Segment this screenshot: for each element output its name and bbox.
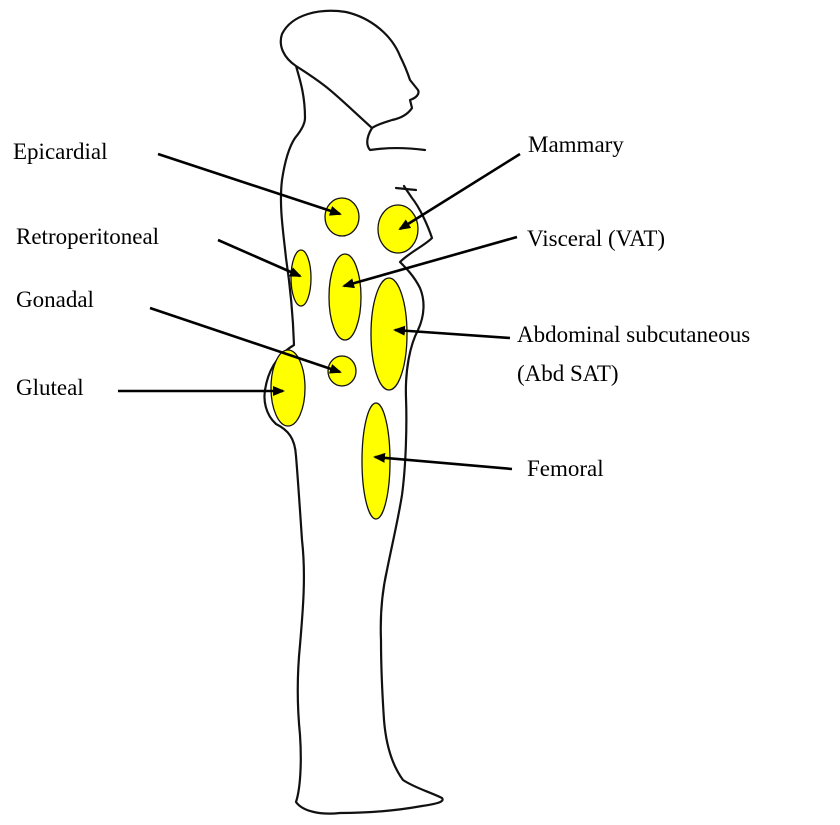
- femoral-depot: [362, 403, 390, 519]
- label-gonadal: Gonadal: [16, 287, 94, 312]
- mammary-depot: [378, 205, 418, 253]
- label-mammary: Mammary: [528, 132, 624, 157]
- abdominal-subcutaneous-depot: [371, 278, 407, 390]
- label-retroperitoneal: Retroperitoneal: [16, 224, 159, 249]
- label-epicardial: Epicardial: [13, 139, 108, 164]
- label-abd-sat: (Abd SAT): [517, 361, 619, 386]
- label-abdominal-subcutaneous: Abdominal subcutaneous: [517, 322, 750, 347]
- epicardial-depot: [325, 198, 359, 236]
- neck-line: [367, 128, 425, 150]
- retroperitoneal-depot: [291, 250, 311, 306]
- gonadal-arrow: [150, 308, 340, 372]
- epicardial-arrow: [158, 154, 340, 214]
- visceral-arrow: [344, 237, 517, 286]
- gluteal-depot: [271, 350, 305, 426]
- label-visceral: Visceral (VAT): [527, 226, 665, 251]
- femoral-arrow: [375, 457, 512, 469]
- visceral-depot: [329, 254, 361, 340]
- label-gluteal: Gluteal: [16, 375, 84, 400]
- mammary-arrow: [400, 154, 520, 229]
- retroperitoneal-arrow: [218, 240, 300, 276]
- arm-stub: [396, 188, 416, 190]
- abdominal-subcutaneous-arrow: [395, 330, 510, 338]
- gonadal-depot: [328, 356, 356, 386]
- label-femoral: Femoral: [527, 456, 604, 481]
